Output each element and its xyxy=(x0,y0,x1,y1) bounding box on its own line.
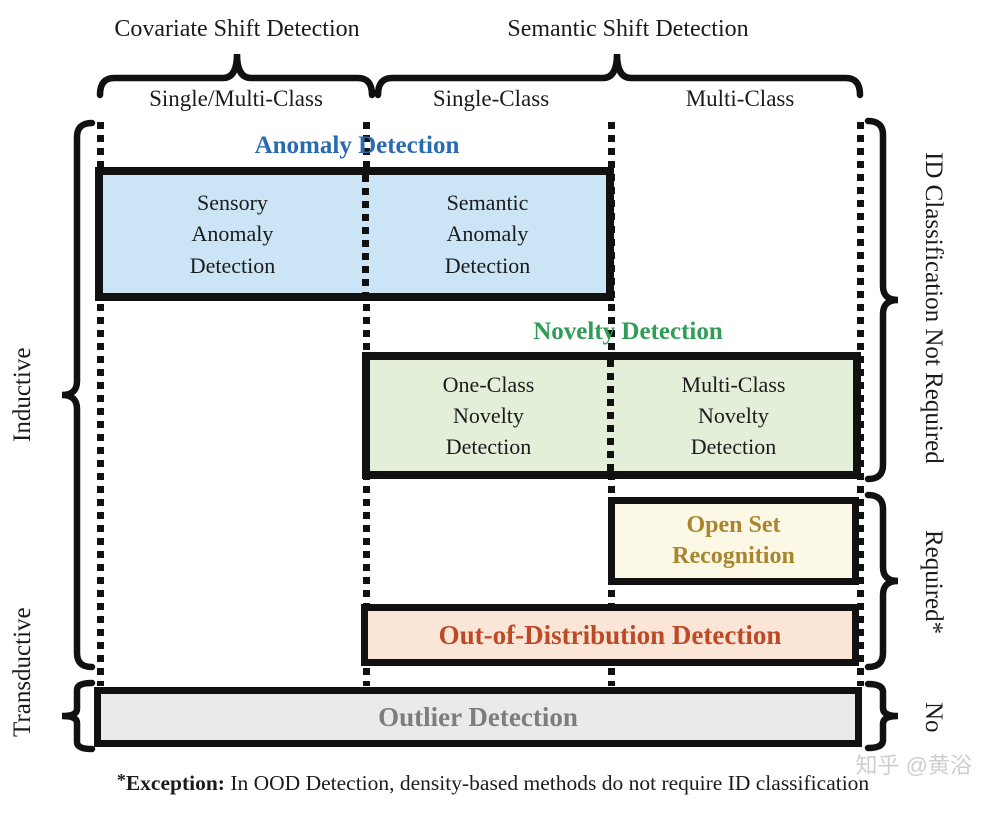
no-label: No xyxy=(920,701,947,733)
ood-detection-box: Out-of-Distribution Detection xyxy=(361,604,859,666)
semantic-anomaly-cell: Semantic Anomaly Detection xyxy=(444,190,531,278)
dotted-guide-line-1 xyxy=(97,122,104,686)
novelty-detection-box: One-Class Novelty Detection Multi-Class … xyxy=(362,352,861,479)
open-set-recognition-box: Open Set Recognition xyxy=(608,497,859,585)
open-set-recognition-label: Open Set Recognition xyxy=(672,511,795,569)
no-right-brace xyxy=(864,680,899,752)
column-header-multi-class: Multi-Class xyxy=(685,86,795,111)
sensory-anomaly-cell: Sensory Anomaly Detection xyxy=(189,190,276,278)
footnote-exception-label: Exception: xyxy=(125,771,225,795)
one-class-novelty-cell: One-Class Novelty Detection xyxy=(442,371,535,460)
covariate-shift-label: Covariate Shift Detection xyxy=(114,16,360,42)
novelty-box-divider xyxy=(607,360,614,471)
novelty-detection-title: Novelty Detection xyxy=(533,318,723,345)
anomaly-detection-title: Anomaly Detection xyxy=(254,132,460,159)
id-classification-not-required-label: ID Classification Not Required xyxy=(920,151,947,464)
column-header-single-multi-class: Single/Multi-Class xyxy=(149,86,323,111)
required-label: Required* xyxy=(920,529,947,635)
transductive-left-brace xyxy=(61,679,96,753)
transductive-label: Transductive xyxy=(9,607,36,738)
required-right-brace xyxy=(864,491,899,671)
inductive-label: Inductive xyxy=(9,347,36,443)
outlier-detection-box: Outlier Detection xyxy=(94,687,862,747)
footnote-body: In OOD Detection, density-based methods … xyxy=(224,771,870,795)
not-required-right-brace xyxy=(864,117,899,483)
footnote-asterisk: * xyxy=(116,770,126,790)
watermark: 知乎 @黄浴 xyxy=(855,753,972,778)
column-header-single-class: Single-Class xyxy=(432,86,550,111)
multi-class-novelty-cell: Multi-Class Novelty Detection xyxy=(681,371,786,460)
footnote: *Exception: In OOD Detection, density-ba… xyxy=(0,770,986,796)
inductive-left-brace xyxy=(61,119,96,671)
semantic-shift-label: Semantic Shift Detection xyxy=(507,16,749,42)
anomaly-box-divider xyxy=(362,175,369,293)
outlier-detection-label: Outlier Detection xyxy=(378,701,578,732)
anomaly-detection-box: Sensory Anomaly Detection Semantic Anoma… xyxy=(95,167,614,301)
ood-detection-label: Out-of-Distribution Detection xyxy=(438,619,782,650)
